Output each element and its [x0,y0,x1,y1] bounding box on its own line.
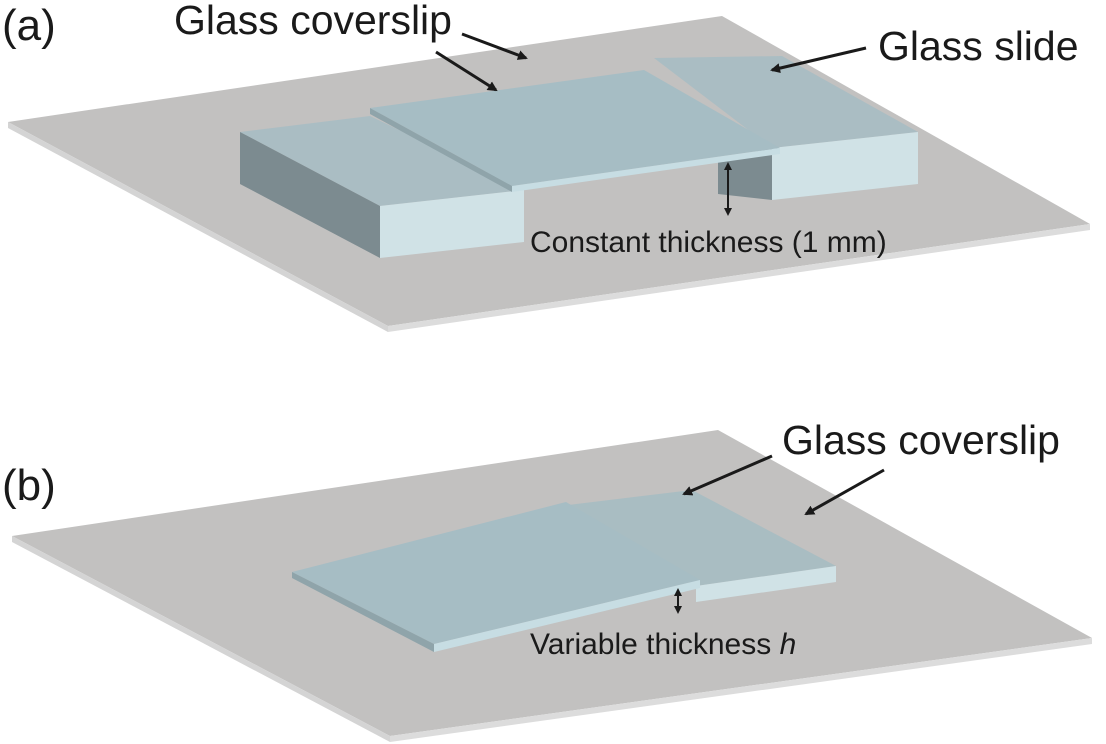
glass-coverslip-tilted [292,502,700,652]
label-glass-coverslip-b: Glass coverslip [782,417,1060,463]
coverslip-arrow-b-1 [682,454,773,496]
label-constant-thickness: Constant thickness (1 mm) [530,226,887,259]
label-variable-thickness: Variable thickness h [530,628,796,661]
panel-a: (a) Glass coverslip Glass slide Constant… [2,0,1090,332]
glass-coverslip-lower [560,490,836,602]
coverslip-arrow-1 [435,50,498,92]
panel-b-tag: (b) [2,461,56,510]
coverslip-arrow-b-2 [804,468,885,516]
panel-b: (b) Glass coverslip Variable thickness h [2,417,1092,742]
label-glass-coverslip-a: Glass coverslip [174,0,452,43]
label-variable-thickness-text: Variable thickness [530,628,780,661]
left-spacer-block [240,116,524,258]
right-spacer-block [654,56,918,200]
slide-arrow [770,46,867,74]
glass-coverslip-a [370,70,780,192]
coverslip-arrow-2 [461,32,528,60]
panel-a-tag: (a) [2,1,56,50]
label-variable-thickness-h: h [780,628,797,661]
label-glass-slide: Glass slide [878,23,1079,69]
